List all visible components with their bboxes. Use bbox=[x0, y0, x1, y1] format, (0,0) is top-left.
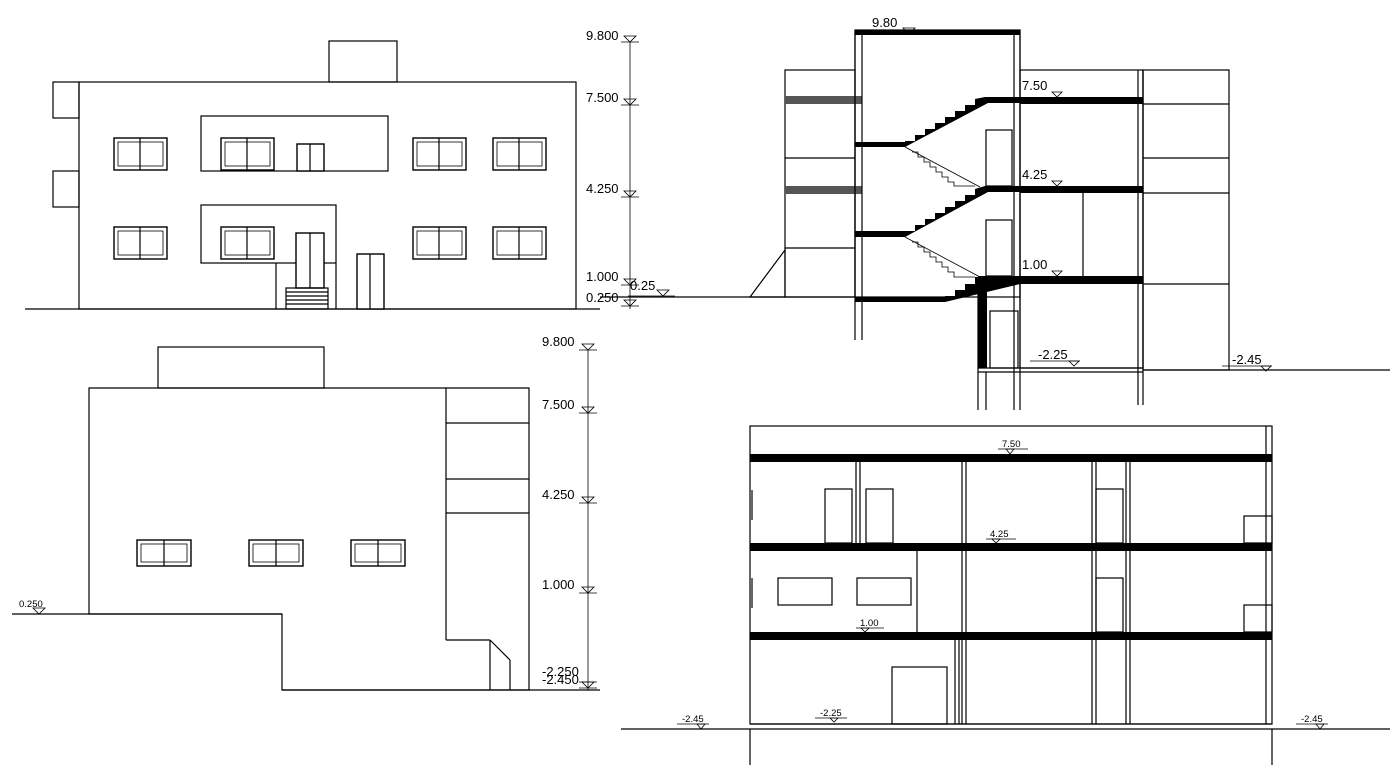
level-label: 4.25 bbox=[990, 529, 1009, 540]
front-level-column: 9.800 7.500 4.250 1.000 0.250 0.25 bbox=[586, 28, 675, 309]
level-label: 7.500 bbox=[542, 397, 575, 412]
level-label: -2.45 bbox=[1301, 714, 1323, 725]
level-label: -2.45 bbox=[1232, 352, 1262, 367]
left-wing bbox=[784, 69, 856, 298]
front-elevation: 9.800 7.500 4.250 1.000 0.250 0.25 bbox=[25, 28, 675, 310]
roof-box bbox=[157, 346, 325, 389]
level-label: 0.25 bbox=[630, 278, 655, 293]
upper-windows bbox=[113, 137, 547, 172]
level-label: 1.00 bbox=[1022, 257, 1047, 272]
stair-tower bbox=[854, 29, 1021, 298]
roof-box bbox=[328, 40, 398, 83]
section-a: 9.80 7.50 4.25 1.00 -2.25 -2.45 bbox=[600, 15, 1390, 410]
entry-steps bbox=[285, 287, 329, 310]
level-label: -2.250 bbox=[542, 664, 579, 679]
level-label: 9.80 bbox=[872, 15, 897, 30]
lower-recess-panel bbox=[200, 204, 337, 264]
level-label: 9.800 bbox=[586, 28, 619, 43]
level-label: -2.45 bbox=[682, 714, 704, 725]
side-box-upper bbox=[52, 81, 80, 119]
far-right-wing bbox=[1142, 69, 1230, 371]
level-label: 1.00 bbox=[860, 618, 879, 629]
rear-level-column: 9.800 7.500 4.250 1.000 -2.250 -2.450 0.… bbox=[19, 334, 597, 690]
section-body bbox=[749, 425, 1273, 725]
side-box-lower bbox=[52, 170, 80, 208]
level-label: 1.000 bbox=[542, 577, 575, 592]
rear-elevation: 9.800 7.500 4.250 1.000 -2.250 -2.450 0.… bbox=[12, 334, 600, 691]
right-section bbox=[1019, 69, 1144, 369]
level-label: -2.450 bbox=[542, 672, 579, 687]
level-label: 0.250 bbox=[19, 599, 43, 610]
lower-windows bbox=[113, 226, 547, 260]
level-label: 4.25 bbox=[1022, 167, 1047, 182]
level-label: 4.250 bbox=[542, 487, 575, 502]
upper-recess-panel bbox=[200, 115, 389, 172]
wall-body bbox=[88, 387, 530, 691]
level-label: 9.800 bbox=[542, 334, 575, 349]
level-label: 1.000 bbox=[586, 269, 619, 284]
level-label: 7.50 bbox=[1002, 439, 1021, 450]
section-b: 7.50 4.25 1.00 -2.25 -2.45 -2.45 bbox=[621, 425, 1390, 765]
level-label: 4.250 bbox=[586, 181, 619, 196]
level-label: -2.25 bbox=[820, 708, 842, 719]
level-label: 7.50 bbox=[1022, 78, 1047, 93]
level-label: -2.25 bbox=[1038, 347, 1068, 362]
level-label: 7.500 bbox=[586, 90, 619, 105]
